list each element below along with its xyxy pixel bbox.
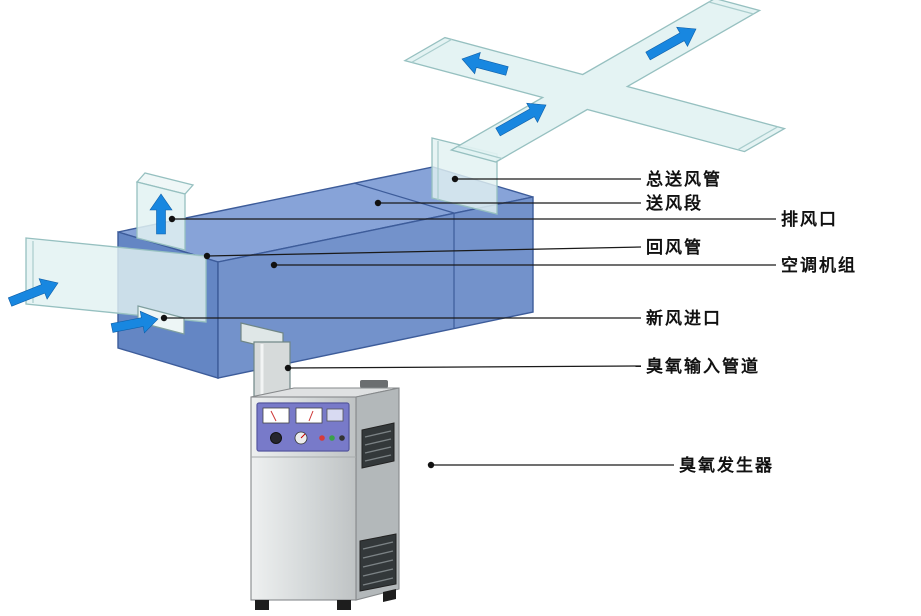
return-air-arrow [7,278,59,307]
fan-slat [364,454,392,462]
return-duct-body [25,237,207,323]
panel-display [326,408,344,422]
panel-meter-left-needle [270,410,277,422]
control-panel [256,402,350,452]
flow-arrow-northwest [461,52,509,76]
leader-return-duct [206,246,642,257]
machine-foot-side [383,589,396,602]
fan-slat [364,446,392,454]
leader-dot-ahu-unit [270,261,278,269]
vent-slat [362,550,394,559]
fresh-air-inlet [110,305,185,335]
fan-slat [364,438,392,446]
label-ozone-generator: 臭氧发生器 [679,455,774,476]
machine-handle [360,380,388,388]
label-supply-section: 送风段 [646,193,703,214]
cross-sw-end-cut [457,145,503,160]
exhaust-duct [135,172,195,251]
exhaust-up-arrow [149,193,173,235]
leader-dot-fresh-air-inlet [160,314,168,322]
label-exhaust-outlet: 排风口 [781,209,838,230]
vent-slat [362,568,394,577]
leader-lines [160,175,776,469]
fan-slat [364,430,392,438]
vent-slat [362,541,394,550]
machine-foot-left [255,600,269,610]
panel-dial-needle [300,433,306,439]
leader-dot-return-duct [203,252,211,260]
label-ozone-input-pipe: 臭氧输入管道 [646,356,760,377]
label-ahu-unit: 空调机组 [781,255,857,276]
leader-ozone-pipe [287,365,642,369]
panel-meter-right [295,407,323,424]
ozone-generator-machine [250,380,400,610]
fresh-air-arrow [110,310,159,334]
flow-arrow-to-center [495,102,547,137]
label-main-supply-duct: 总送风管 [646,169,722,190]
return-duct [7,237,207,323]
panel-button-green[interactable] [329,435,335,441]
leader-dot-ozone-generator [427,461,435,469]
labels: 总送风管 送风段 排风口 回风管 空调机组 新风进口 臭氧输入管道 臭氧发生器 [646,169,857,476]
panel-meter-right-needle [308,410,314,422]
leader-dot-exhaust-outlet [168,215,176,223]
ozone-input-pipe [240,322,291,400]
label-return-duct: 回风管 [646,237,703,258]
supply-flow-arrows [461,26,697,137]
panel-button-red[interactable] [319,435,325,441]
leader-dot-main-supply-duct [451,175,459,183]
vent-slat [362,577,394,586]
side-fan-grille [361,422,395,469]
flow-arrow-northeast [645,26,697,61]
panel-button-black[interactable] [339,435,345,441]
cross-wnw-end-cut [411,38,452,63]
panel-knob[interactable] [270,432,282,444]
label-fresh-air-inlet: 新风进口 [646,308,722,329]
leader-dot-ozone-pipe [284,364,292,372]
panel-meter-left [262,407,290,424]
cross-ese-end-cut [737,126,778,151]
cross-ne-end-cut [708,1,754,15]
vent-slat [362,559,394,568]
fresh-air-slot [137,305,185,335]
leader-dot-supply-section [374,199,382,207]
cross-duct-body [403,0,787,163]
machine-foot-right [337,600,351,610]
supply-cross-duct [403,0,787,163]
side-bottom-vent [359,533,397,592]
ahu-section-divider [353,182,455,329]
